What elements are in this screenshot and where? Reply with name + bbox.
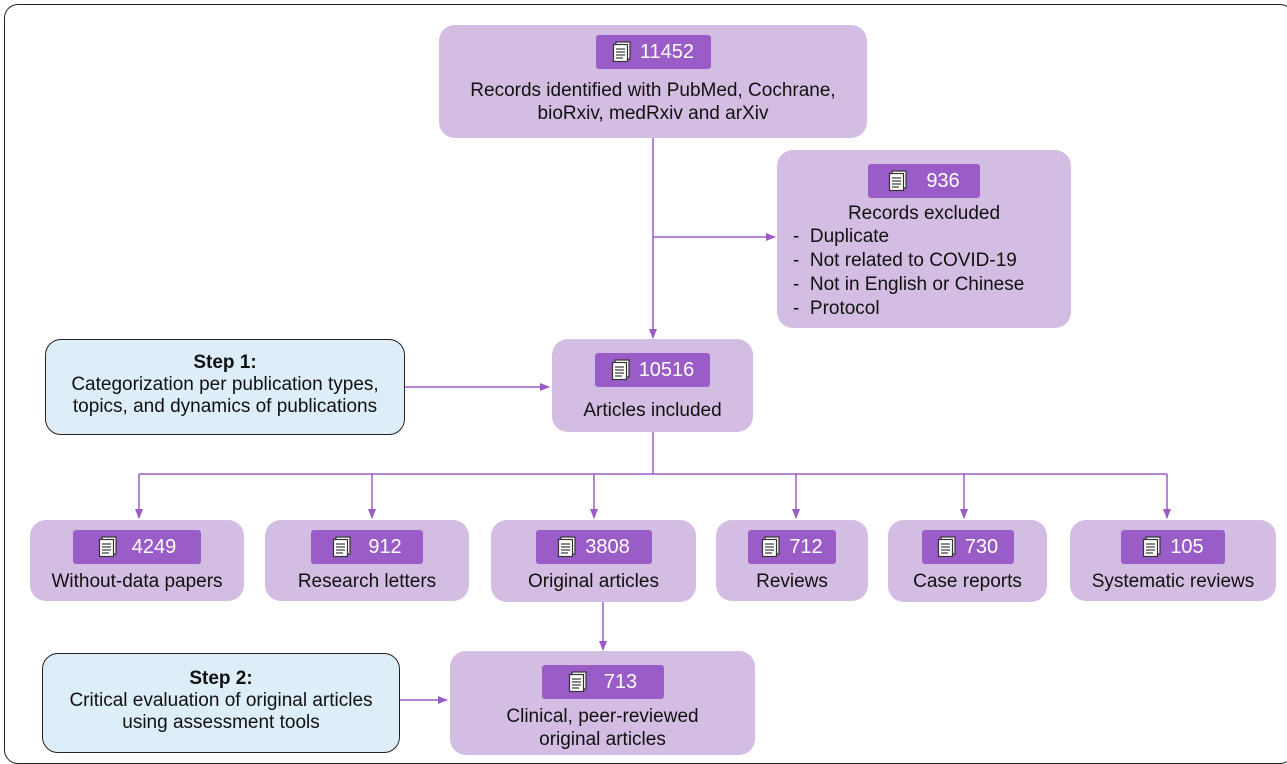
category-node-research-letters: 912 Research letters — [265, 520, 469, 601]
category-label: Systematic reviews — [1091, 571, 1255, 592]
category-badge: 730 — [921, 530, 1014, 564]
identified-count: 11452 — [639, 40, 695, 63]
category-badge: 3808 — [535, 530, 652, 564]
included-node: 10516 Articles included — [552, 339, 753, 432]
step2-box: Step 2: Critical evaluation of original … — [42, 653, 400, 753]
included-count: 10516 — [638, 358, 695, 381]
clinical-badge: 713 — [541, 665, 664, 699]
category-label: Reviews — [756, 571, 828, 592]
category-node-systematic-reviews: 105 Systematic reviews — [1070, 520, 1276, 601]
exclusion-reasons: - Duplicate - Not related to COVID-19 - … — [793, 225, 1071, 321]
clinical-label: Clinical, peer-reviewed original article… — [506, 706, 699, 750]
category-count: 912 — [368, 535, 402, 558]
document-stack-icon — [612, 41, 632, 63]
identified-node: 11452 Records identified with PubMed, Co… — [439, 25, 867, 138]
step2-text: Critical evaluation of original articles… — [69, 690, 373, 733]
step1-text: Categorization per publication types, to… — [71, 374, 379, 417]
exclusion-reason: - Protocol — [793, 298, 880, 319]
document-stack-icon — [1142, 536, 1162, 558]
document-stack-icon — [557, 536, 577, 558]
included-badge: 10516 — [595, 353, 710, 387]
category-count: 712 — [789, 535, 823, 558]
excluded-badge: 936 — [868, 164, 980, 198]
document-stack-icon — [761, 536, 781, 558]
document-stack-icon — [611, 359, 631, 381]
document-stack-icon — [568, 671, 588, 693]
category-node-without-data: 4249 Without-data papers — [30, 520, 244, 601]
document-stack-icon — [888, 170, 908, 192]
category-count: 730 — [964, 535, 999, 558]
category-badge: 4249 — [73, 530, 201, 564]
category-label: Original articles — [528, 571, 659, 592]
category-node-reviews: 712 Reviews — [716, 520, 868, 601]
excluded-node: 936 Records excluded - Duplicate - Not r… — [777, 150, 1071, 328]
exclusion-reason: - Duplicate — [793, 226, 890, 247]
category-label: Research letters — [297, 571, 437, 592]
identified-badge: 11452 — [595, 35, 711, 69]
category-badge: 712 — [748, 530, 836, 564]
category-count: 4249 — [131, 535, 177, 558]
excluded-label: Records excluded — [847, 203, 1001, 224]
clinical-node: 713 Clinical, peer-reviewed original art… — [450, 651, 755, 755]
category-label: Case reports — [913, 571, 1022, 592]
document-stack-icon — [332, 536, 352, 558]
category-label: Without-data papers — [51, 571, 223, 592]
clinical-count: 713 — [603, 670, 638, 693]
category-count: 3808 — [585, 535, 630, 558]
exclusion-reason: - Not in English or Chinese — [793, 274, 1025, 295]
identified-label: Records identified with PubMed, Cochrane… — [470, 80, 836, 124]
category-badge: 105 — [1121, 530, 1225, 564]
category-node-original-articles: 3808 Original articles — [491, 520, 696, 602]
step1-box: Step 1: Categorization per publication t… — [45, 339, 405, 435]
category-count: 105 — [1170, 535, 1204, 558]
category-node-case-reports: 730 Case reports — [888, 520, 1047, 602]
step2-title: Step 2: — [189, 668, 253, 689]
document-stack-icon — [98, 536, 118, 558]
excluded-count: 936 — [926, 169, 960, 192]
category-badge: 912 — [311, 530, 423, 564]
step1-title: Step 1: — [193, 352, 257, 373]
document-stack-icon — [937, 536, 957, 558]
included-label: Articles included — [583, 400, 722, 421]
exclusion-reason: - Not related to COVID-19 — [793, 250, 1017, 271]
